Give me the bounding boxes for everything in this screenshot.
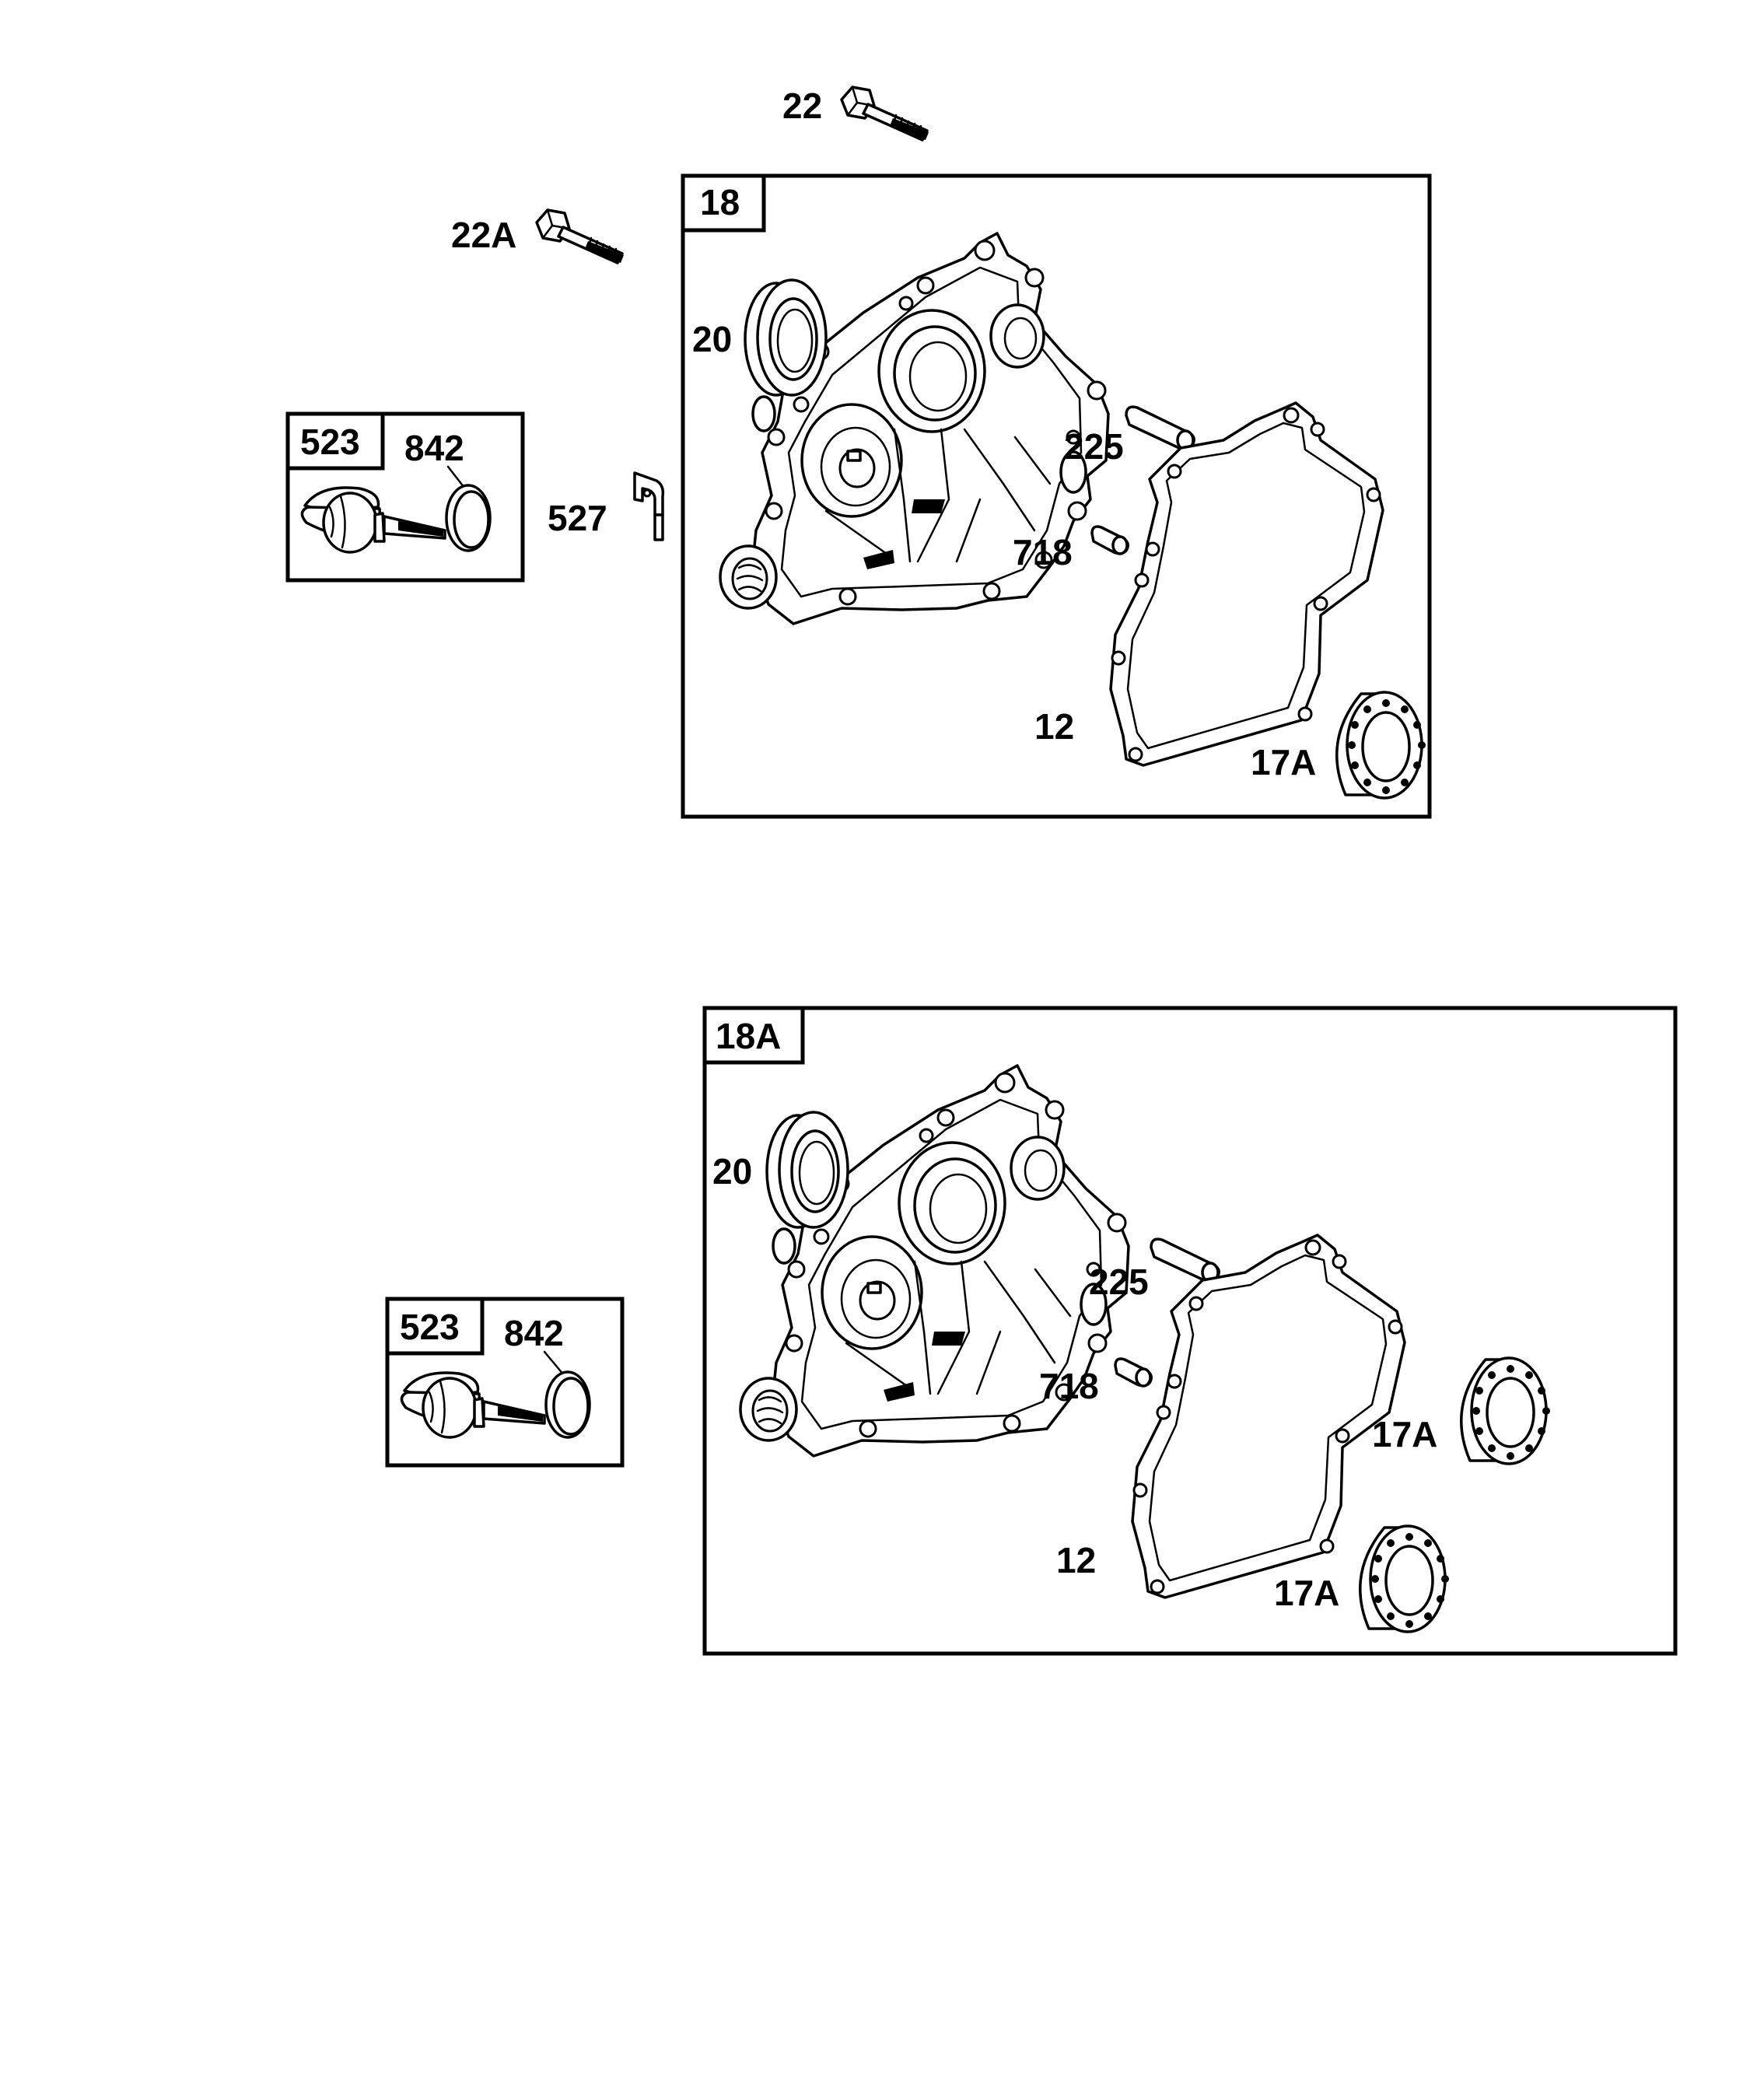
label-20-bottom: 20 (712, 1151, 752, 1192)
assembly-box-18 (681, 173, 1432, 819)
dowel-718-top (1090, 525, 1129, 555)
oring-842-top (445, 484, 492, 552)
gasket-12-top (1109, 401, 1384, 767)
label-17a-bottom-1: 17A (1372, 1414, 1437, 1454)
bearing-17a-bottom-2 (1359, 1524, 1451, 1633)
oring-842-bottom (544, 1370, 591, 1439)
dipstick-bottom (400, 1371, 546, 1439)
dipstick-box-523-bottom (385, 1297, 625, 1468)
bearing-17a-top (1335, 691, 1427, 800)
label-225-bottom: 225 (1089, 1262, 1149, 1302)
assembly-box-18a (702, 1006, 1678, 1656)
bearing-17a-bottom-1 (1460, 1356, 1552, 1465)
gasket-12-bottom (1131, 1234, 1406, 1599)
label-225-top: 225 (1064, 426, 1124, 467)
bolt-22 (840, 86, 930, 142)
label-523-top: 523 (300, 422, 360, 462)
pin-225-bottom (1150, 1237, 1220, 1283)
label-18a: 18A (716, 1016, 781, 1056)
label-527: 527 (548, 498, 607, 538)
label-18: 18 (700, 182, 740, 222)
label-17a-bottom-2: 17A (1274, 1573, 1339, 1613)
dipstick-top (300, 486, 446, 554)
label-22: 22 (782, 86, 822, 126)
dowel-718-bottom (1114, 1357, 1153, 1388)
assembly-box-18a-tag (702, 1006, 805, 1065)
oil-seal-20-bottom (765, 1111, 849, 1229)
label-842-top: 842 (404, 428, 464, 468)
assembly-box-18-tag (681, 173, 766, 233)
label-17a-top: 17A (1251, 742, 1316, 782)
dipstick-box-523-top-tag (285, 411, 385, 471)
dipstick-box-523-top (285, 411, 525, 583)
oil-seal-20-top (744, 278, 828, 397)
label-20-top: 20 (692, 319, 732, 359)
clip-527 (633, 471, 665, 541)
bolt-22a (535, 208, 625, 264)
label-12-bottom: 12 (1056, 1540, 1096, 1580)
label-523-bottom: 523 (400, 1307, 460, 1347)
label-22a: 22A (451, 215, 516, 255)
label-718-top: 718 (1013, 532, 1073, 572)
label-12-top: 12 (1034, 706, 1074, 747)
label-718-bottom: 718 (1039, 1366, 1099, 1406)
pin-225-top (1125, 405, 1195, 451)
dipstick-box-523-bottom-tag (385, 1297, 485, 1356)
label-842-bottom: 842 (504, 1313, 564, 1353)
